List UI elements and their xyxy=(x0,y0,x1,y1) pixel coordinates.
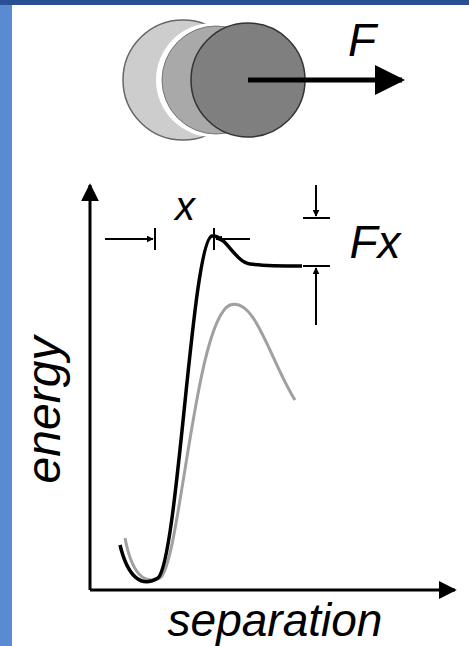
slide-edge xyxy=(0,0,469,5)
dimension-tick xyxy=(154,228,156,250)
work-label: Fx xyxy=(349,219,400,265)
dimension-arrow xyxy=(315,268,317,325)
axis-title: energy xyxy=(20,337,68,484)
slide-edge xyxy=(0,0,12,646)
dimension-tick xyxy=(213,228,215,250)
distance-label: x xyxy=(175,186,195,226)
y-axis xyxy=(89,185,92,590)
force-arrow xyxy=(248,78,402,83)
energy-curve-unloaded xyxy=(125,304,295,580)
energy-curve-loaded xyxy=(120,236,302,582)
dimension-tick xyxy=(303,217,330,219)
dimension-arrow xyxy=(105,238,153,240)
x-axis xyxy=(90,589,455,592)
dimension-tick xyxy=(303,265,330,267)
force-label: F xyxy=(348,17,376,63)
axis-title: separation xyxy=(168,597,383,643)
dimension-arrow xyxy=(315,185,317,216)
dimension-arrow xyxy=(216,238,250,240)
